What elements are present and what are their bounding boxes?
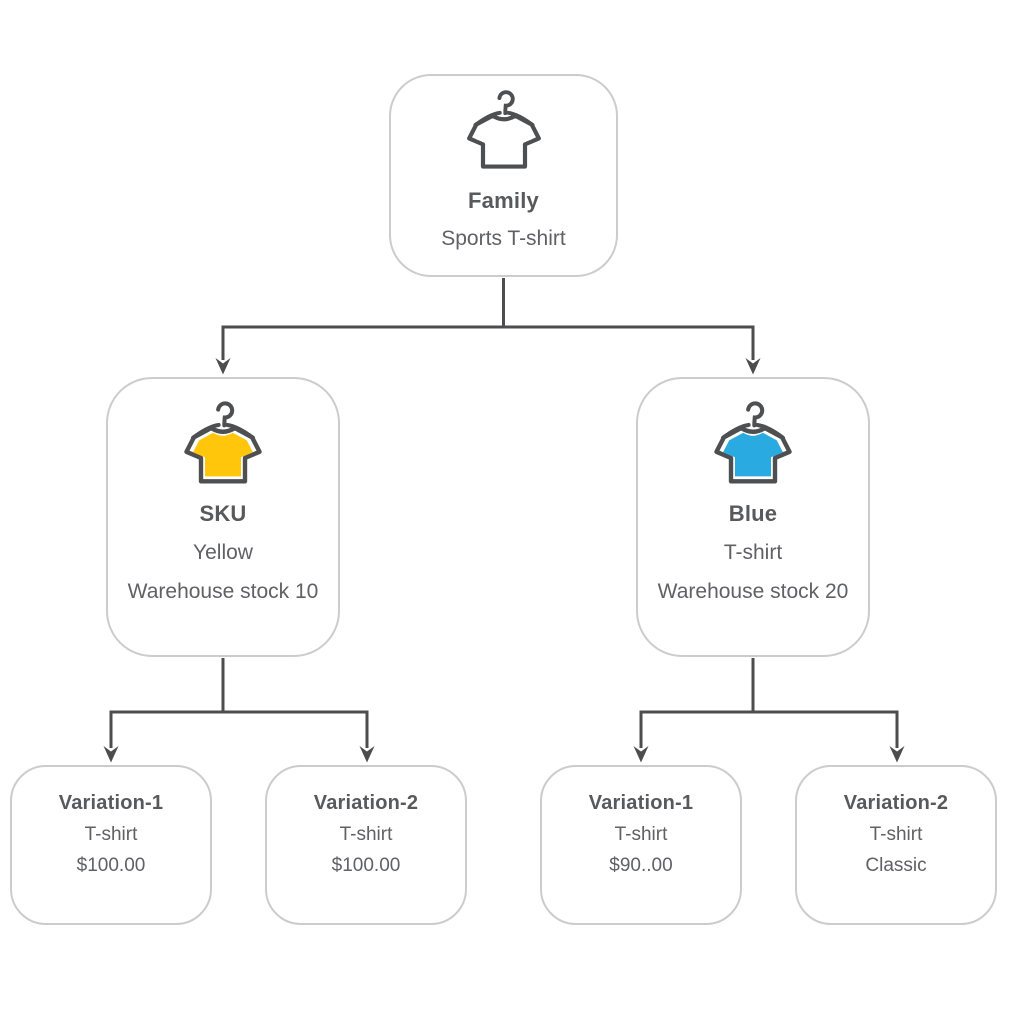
- tshirt-hanger-icon: [466, 90, 541, 169]
- node-title: Blue: [728, 501, 778, 526]
- node-price: Classic: [865, 855, 927, 876]
- node-family: Family Sports T-shirt: [389, 74, 618, 277]
- node-line: T-shirt: [614, 824, 668, 845]
- connector-paths: [109, 278, 899, 748]
- node-title: Variation-2: [313, 792, 419, 814]
- node-line: Yellow: [193, 541, 253, 564]
- node-subtitle: Sports T-shirt: [441, 227, 566, 250]
- node-title: Variation-1: [58, 792, 164, 814]
- node-line: T-shirt: [723, 541, 783, 564]
- node-sku-blue: Blue T-shirt Warehouse stock 20: [636, 377, 870, 657]
- node-price: $100.00: [331, 855, 401, 876]
- node-title: SKU: [199, 501, 247, 526]
- node-line: T-shirt: [84, 824, 138, 845]
- node-price: $100.00: [76, 855, 146, 876]
- node-variation-2-blue: Variation-2 T-shirt Classic: [795, 765, 997, 925]
- node-title: Variation-2: [843, 792, 949, 814]
- tshirt-hanger-icon: [184, 401, 262, 484]
- node-line: Warehouse stock 20: [657, 580, 849, 603]
- node-title: Variation-1: [588, 792, 694, 814]
- node-price: $90..00: [609, 855, 673, 876]
- node-variation-2-yellow: Variation-2 T-shirt $100.00: [265, 765, 467, 925]
- node-line: T-shirt: [339, 824, 393, 845]
- node-title: Family: [468, 188, 539, 213]
- connector-arrowheads: [103, 358, 905, 763]
- node-line: Warehouse stock 10: [127, 580, 319, 603]
- tshirt-hanger-icon: [714, 401, 792, 484]
- node-sku-yellow: SKU Yellow Warehouse stock 10: [106, 377, 340, 657]
- node-variation-1-blue: Variation-1 T-shirt $90..00: [540, 765, 742, 925]
- node-variation-1-yellow: Variation-1 T-shirt $100.00: [10, 765, 212, 925]
- node-line: T-shirt: [869, 824, 923, 845]
